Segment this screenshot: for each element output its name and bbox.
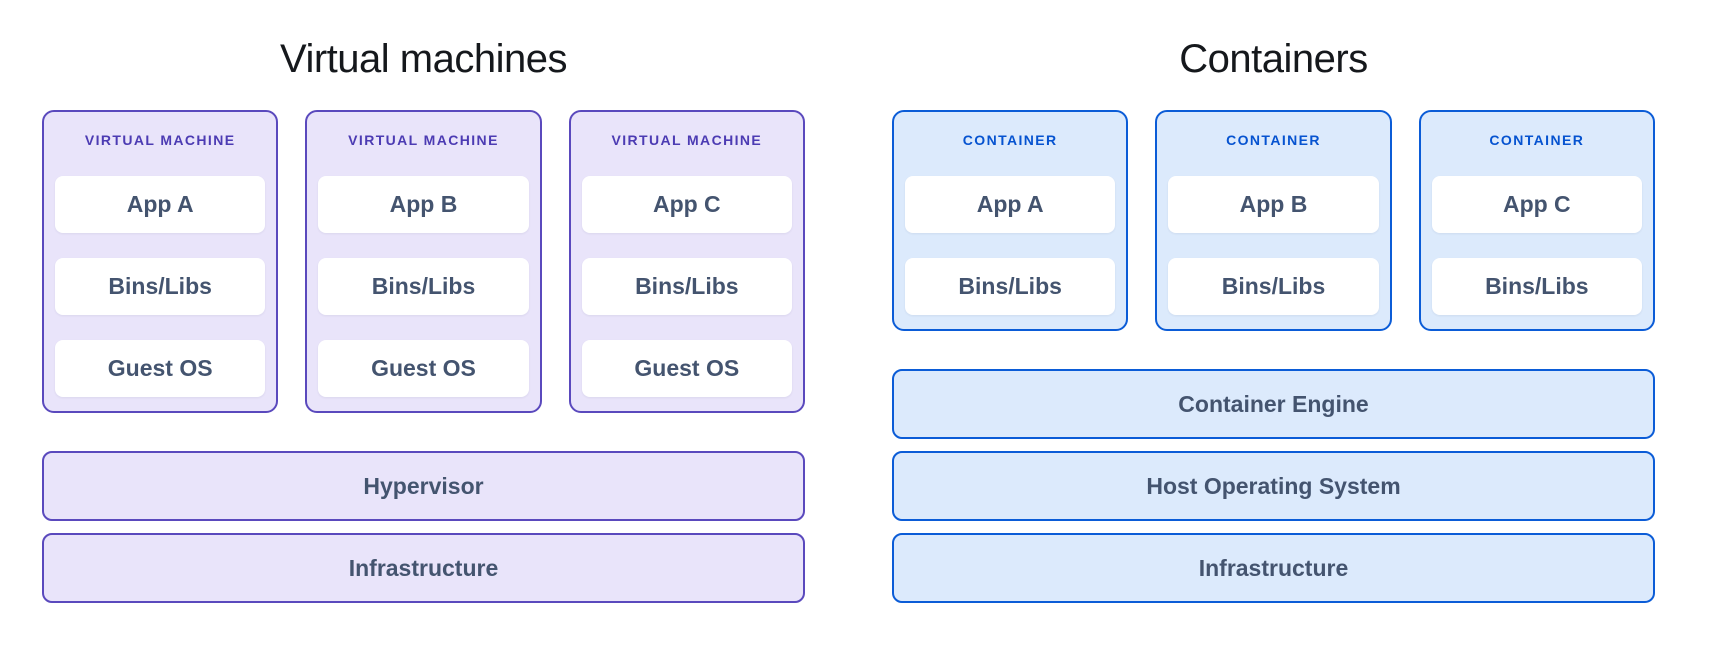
container-card-1: CONTAINER App A Bins/Libs [892,110,1129,331]
container-1-app-box: App A [905,176,1116,233]
vm-bars-stack: Hypervisor Infrastructure [42,451,805,603]
vm-card-1: VIRTUAL MACHINE App A Bins/Libs Guest OS [42,110,279,413]
container-card-1-header: CONTAINER [962,132,1058,148]
container-2-bins-libs-box: Bins/Libs [1168,258,1379,315]
container-engine-bar: Container Engine [892,369,1655,439]
vm-card-3-header: VIRTUAL MACHINE [611,132,763,148]
vm-2-guest-os-box: Guest OS [318,340,529,397]
container-card-2: CONTAINER App B Bins/Libs [1155,110,1392,331]
vm-2-app-box: App B [318,176,529,233]
hypervisor-bar: Hypervisor [42,451,805,521]
container-1-bins-libs-box: Bins/Libs [905,258,1116,315]
virtual-machines-title: Virtual machines [280,37,567,81]
vm-card-3: VIRTUAL MACHINE App C Bins/Libs Guest OS [568,110,805,413]
vm-2-bins-libs-box: Bins/Libs [318,258,529,315]
vm-cards-row: VIRTUAL MACHINE App A Bins/Libs Guest OS… [42,110,805,413]
container-card-2-header: CONTAINER [1226,132,1321,148]
vm-3-app-box: App C [581,176,792,233]
vm-3-bins-libs-box: Bins/Libs [581,258,792,315]
containers-title: Containers [1179,37,1368,81]
container-3-bins-libs-box: Bins/Libs [1431,258,1642,315]
container-2-app-box: App B [1168,176,1379,233]
virtual-machines-section: Virtual machines VIRTUAL MACHINE App A B… [42,0,805,650]
vm-1-bins-libs-box: Bins/Libs [55,258,266,315]
vm-infrastructure-bar: Infrastructure [42,533,805,603]
container-card-3: CONTAINER App C Bins/Libs [1418,110,1655,331]
container-bars-stack: Container Engine Host Operating System I… [892,369,1655,603]
vm-card-1-header: VIRTUAL MACHINE [84,132,236,148]
vm-1-guest-os-box: Guest OS [55,340,266,397]
vm-3-guest-os-box: Guest OS [581,340,792,397]
host-operating-system-bar: Host Operating System [892,451,1655,521]
vm-1-app-box: App A [55,176,266,233]
vm-card-2: VIRTUAL MACHINE App B Bins/Libs Guest OS [305,110,542,413]
vm-card-2-header: VIRTUAL MACHINE [348,132,499,148]
container-infrastructure-bar: Infrastructure [892,533,1655,603]
container-card-3-header: CONTAINER [1489,132,1585,148]
container-3-app-box: App C [1431,176,1642,233]
containers-section: Containers CONTAINER App A Bins/Libs CON… [892,0,1655,650]
container-cards-row: CONTAINER App A Bins/Libs CONTAINER App … [892,110,1655,331]
